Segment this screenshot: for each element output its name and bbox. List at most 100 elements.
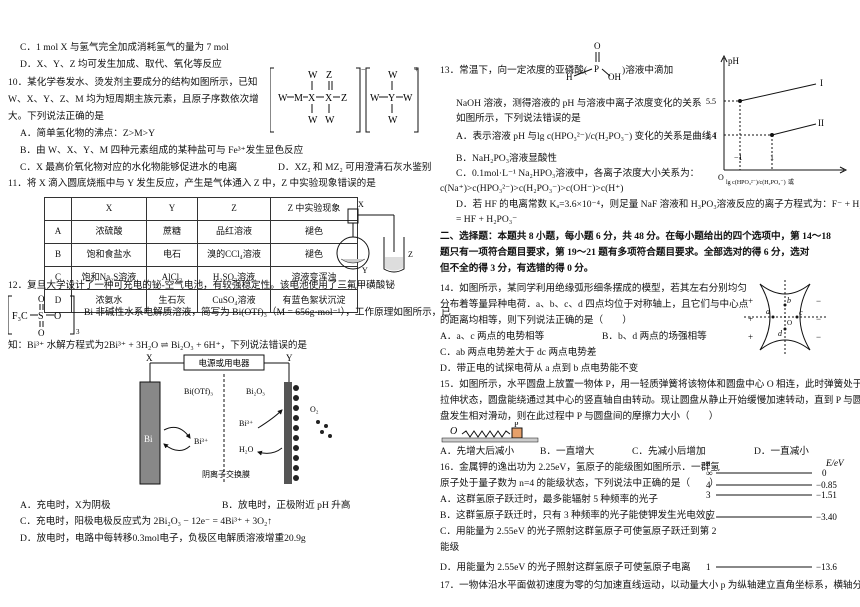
svg-text:P: P [594,64,599,74]
ionic-structure-diagram: − W Z W M X X Z W W + W W Y W W [270,65,419,133]
svg-text:b: b [787,296,791,305]
svg-text:−3.40: −3.40 [816,512,837,522]
q14-stem-1: 14．如图所示，某同学利用绝缘弧形细条摆成的模型，若其左右分别均匀 [440,283,747,294]
q12-stem-3: 知：Bi³⁺ 水解方程式为2Bi³⁺ + 3H₂O ⇌ Bi₂O₃ + 6H⁺，… [8,340,308,351]
svg-text:H: H [566,72,573,82]
svg-text:I: I [820,78,823,88]
table-header-cell [44,197,72,221]
table-cell: 电石 [146,243,198,267]
svg-text:E/eV: E/eV [825,458,845,468]
svg-text:P: P [514,422,519,429]
svg-text:pH: pH [728,56,740,66]
q11-table: X Y Z Z 中实验现象 A 浓硫酸 蔗糖 品红溶液 褪色 B 饱和食盐水 电… [44,197,358,313]
q9-option-c: C．1 mol X 与氢气完全加成消耗氢气的量为 7 mol [20,42,229,53]
svg-text:W: W [278,93,288,104]
svg-text:Bi(OTf)₃: Bi(OTf)₃ [184,387,213,396]
charge-model-diagram: +++ −−− a b c d O [744,280,826,354]
q10-option-a: A．简单氢化物的沸点：Z>M>Y [20,128,156,139]
svg-text:1: 1 [706,562,711,572]
svg-text:−: − [816,296,821,306]
q15-option-b: B．一直增大 [540,446,595,457]
svg-text:Y: Y [286,353,293,363]
q14-option-b: B．b、d 两点的场强相等 [602,331,707,342]
svg-text:lg c(HPO₃²⁻)/c(H₂PO₃⁻): lg c(HPO₃²⁻)/c(H₂PO₃⁻) [726,179,786,186]
q13-stem-1: 13．常温下，向一定浓度的亚磷酸( [440,65,588,76]
q13-option-c-detail: c(Na⁺)>c(HPO₃²⁻)>c(H₂PO₃⁻)>c(OH⁻)>c(H⁺) [440,183,624,194]
table-row: B 饱和食盐水 电石 溴的CCl₄溶液 褪色 [44,243,358,267]
q15-option-c: C．先减小后增加 [632,446,706,457]
triflate-structure: F₃C S O O O 3 [8,294,80,338]
table-cell: B [44,243,72,267]
table-cell: 溴的CCl₄溶液 [197,243,271,267]
svg-text:+: + [748,296,753,306]
q13-option-d-detail: = HF + H₂PO₃⁻ [456,214,518,225]
svg-text:0: 0 [822,468,827,478]
svg-text:+: + [414,65,419,74]
q14-option-c: C．ab 两点电势差大于 dc 两点电势差 [440,347,597,358]
svg-text:−: − [816,314,821,324]
q14-option-d: D．带正电的试探电荷从 a 点到 b 点电势能不变 [440,363,639,374]
q13-stem-2: )溶液中滴加 [622,65,674,76]
disk-spring-diagram: O P [441,422,539,443]
q13-stem-4: 如图所示，下列说法错误的是 [456,113,581,124]
svg-text:5.5: 5.5 [706,97,716,106]
svg-text:2.4: 2.4 [706,131,716,140]
q16-option-d: D．用能量为 2.55eV 的光子照射这群氢原子可使氢原子电离 [440,562,691,573]
svg-text:OH: OH [608,72,621,82]
section-2-line-3: 但不全的得 3 分，有选错的得 0 分。 [440,263,594,274]
svg-text:X: X [146,353,153,363]
svg-text:W: W [370,93,380,104]
svg-text:n: n [706,458,711,468]
svg-text:或: 或 [788,178,794,186]
table-header-cell: Z [197,197,271,221]
q10-stem-1: 10．某化学卷发水、烫发剂主要成分的结构如图所示，已知 [8,77,258,88]
svg-text:a: a [766,307,770,316]
svg-text:4: 4 [706,480,711,490]
q14-option-a: A．a、c 两点的电势相等 [440,331,545,342]
svg-text:II: II [818,118,824,128]
table-row: D 浓氨水 生石灰 CuSO₄溶液 有蓝色絮状沉淀 [44,289,358,313]
svg-text:W: W [403,93,413,104]
svg-text:1: 1 [770,153,774,162]
svg-text:+: + [748,314,753,324]
svg-text:O: O [594,41,601,51]
table-cell: 饱和食盐水 [71,243,147,267]
q16-stem-1: 16．金属钾的逸出功为 2.25eV，氢原子的能级图如图所示．一群氢 [440,462,720,473]
q10-option-d: D．XZ₂ 和 MZ₂ 可用澄清石灰水鉴别 [278,162,432,173]
svg-text:W: W [325,115,335,126]
q10-stem-2: W、X、Y、Z、M 均为短周期主族元素，且原子序数依次增 [8,94,259,105]
q17-stem: 17．一物体沿水平面做初速度为零的匀加速直线运动，以动量大小 p 为纵轴建立直角… [440,580,860,591]
svg-text:−: − [361,65,366,74]
q16-option-c-cont: 能级 [440,542,460,553]
svg-text:M: M [294,93,303,104]
svg-text:X: X [325,93,333,104]
table-header-row: X Y Z Z 中实验现象 [44,197,358,221]
q15-option-a: A．先增大后减小 [440,446,515,457]
svg-text:O: O [54,311,61,322]
svg-text:W: W [308,70,318,81]
svg-text:X: X [308,93,316,104]
q12-option-c: C．充电时，阳极电极反应式为 2Bi₂O₃ − 12e⁻ = 4Bi³⁺ + 3… [20,516,273,527]
svg-text:−1: −1 [734,153,743,162]
svg-text:Y: Y [362,266,368,275]
svg-text:−1.51: −1.51 [816,490,837,500]
svg-text:F₃C: F₃C [12,311,28,322]
table-cell: D [44,289,72,313]
svg-text:O: O [38,328,45,338]
svg-text:−0.85: −0.85 [816,480,837,490]
svg-text:O: O [450,426,457,437]
q16-option-b: B．这群氢原子跃迁时，只有 3 种频率的光子能使钾发生光电效应 [440,510,716,521]
svg-text:Y: Y [388,93,395,104]
table-header-cell: Z 中实验现象 [270,197,358,221]
table-cell: 品红溶液 [197,220,271,244]
svg-text:S: S [38,311,44,322]
svg-text:+: + [748,332,753,342]
q15-stem-3: 盘发生相对滑动，则在此过程中 P 与圆盘间的摩擦力大小（ ） [440,411,719,422]
svg-text:3: 3 [706,490,711,500]
svg-text:d: d [778,329,783,338]
table-cell: 生石灰 [146,289,198,313]
q15-stem-2: 拉伸状态，圆盘能绕通过其中心的竖直轴自由转动。现让圆盘从静止开始缓慢加速转动，直… [440,395,860,406]
svg-text:阴离子交换膜: 阴离子交换膜 [202,469,250,479]
svg-text:H₂O: H₂O [239,445,254,454]
svg-text:电源或用电器: 电源或用电器 [198,358,250,368]
